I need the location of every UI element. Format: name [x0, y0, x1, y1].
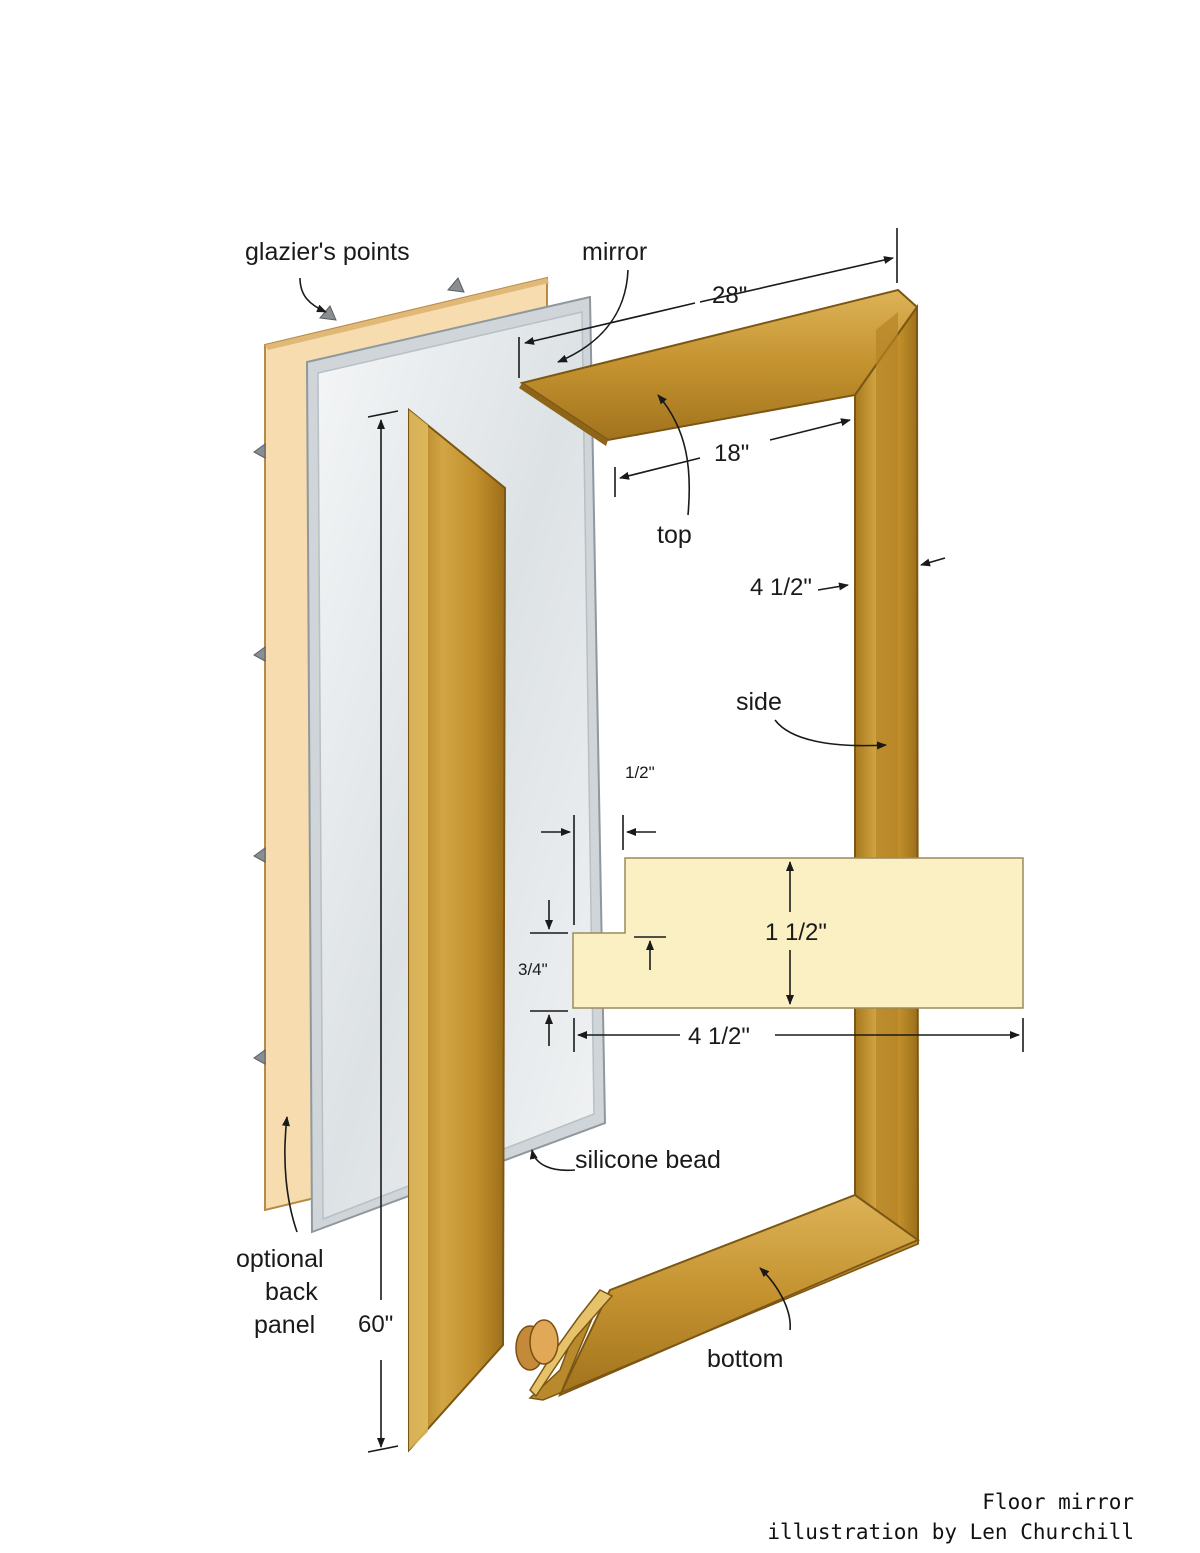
mirror-label: mirror	[582, 238, 647, 266]
leader-lines	[281, 269, 887, 1331]
left-side-stile	[408, 407, 507, 1453]
glaziers-points-label: glazier's points	[245, 238, 410, 266]
caption-credit: illustration by Len Churchill	[767, 1520, 1134, 1544]
height-dimension: 60"	[358, 1311, 393, 1338]
caption-title: Floor mirror	[982, 1490, 1134, 1514]
back-panel-label-line1: optional	[236, 1245, 324, 1273]
frame-width-dimension: 4 1/2"	[750, 574, 812, 601]
rabbet-depth-dimension: 1/2"	[625, 763, 655, 782]
glaziers-point-icons	[253, 277, 465, 1065]
back-panel-label-line3: panel	[254, 1311, 315, 1339]
caption: Floor mirror illustration by Len Churchi…	[767, 1487, 1134, 1547]
stock-thickness-dimension: 1 1/2"	[765, 919, 827, 946]
top-label: top	[657, 521, 692, 549]
stile-profile-section	[572, 857, 1024, 1009]
rabbet-height-dimension: 3/4"	[518, 960, 548, 979]
bottom-label: bottom	[707, 1345, 783, 1373]
silicone-bead-label: silicone bead	[575, 1146, 721, 1174]
overall-width-dimension: 28"	[712, 282, 747, 309]
stock-width-dimension: 4 1/2"	[688, 1023, 750, 1050]
inner-width-dimension: 18"	[714, 440, 749, 467]
side-label: side	[736, 688, 782, 716]
back-panel-label-line2: back	[265, 1278, 318, 1306]
dimension-lines	[367, 228, 1024, 1453]
dowel-icon	[515, 1319, 559, 1371]
